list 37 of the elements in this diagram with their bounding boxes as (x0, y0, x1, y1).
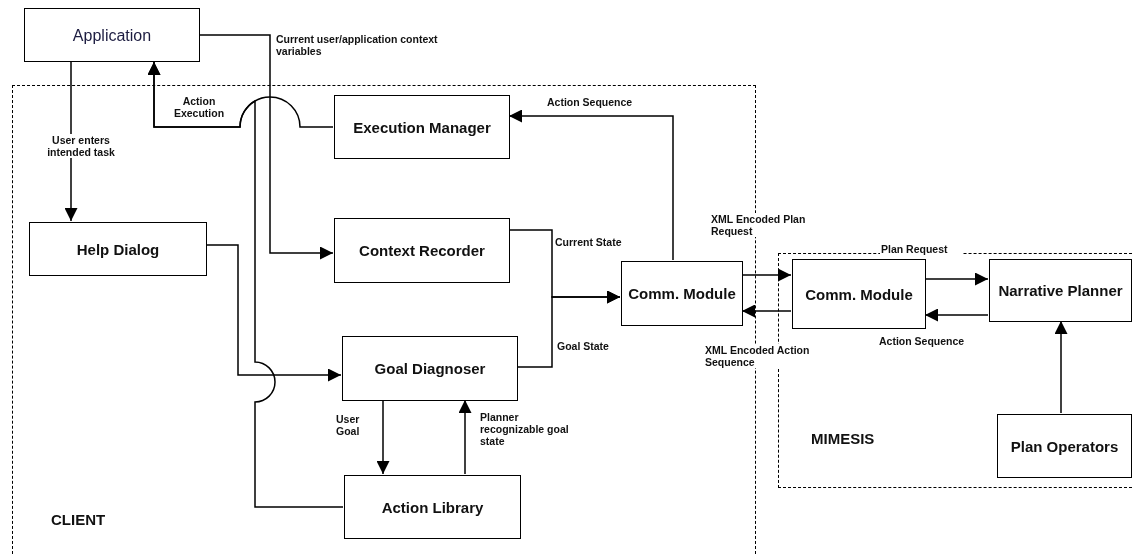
arrow (924, 308, 989, 322)
process-box (24, 8, 200, 62)
region-label: MIMESIS (811, 430, 875, 447)
box-label: Narrative Planner (998, 281, 1123, 300)
box-label: Action Library (381, 497, 484, 517)
arrow (1054, 320, 1068, 414)
box-label: Execution Manager (353, 117, 491, 137)
process-box (29, 222, 207, 276)
process-box (792, 259, 926, 329)
region-label: CLIENT (51, 511, 106, 528)
arrow (741, 268, 792, 282)
arrow (516, 290, 621, 368)
arrow (741, 304, 792, 318)
arrow (199, 34, 334, 260)
edge-label: Plan Request (880, 243, 962, 255)
box-label: Application (72, 25, 152, 45)
box-label: Comm. Module (805, 284, 913, 304)
box-label: Plan Operators (1010, 436, 1119, 456)
arrow (147, 61, 344, 508)
edge-label: Planner recognizable goal state (479, 411, 571, 447)
box-label: Goal Diagnoser (374, 359, 486, 378)
dashed-region (778, 253, 1132, 488)
arrow (924, 272, 989, 286)
arrow (376, 399, 390, 475)
process-box (621, 261, 743, 326)
box-label: Help Dialog (76, 239, 160, 259)
arrow (508, 109, 674, 261)
process-box (334, 95, 510, 159)
arrow (458, 399, 472, 475)
process-box (344, 475, 521, 539)
arrow (205, 244, 342, 382)
process-box (997, 414, 1132, 478)
box-label: Comm. Module (628, 284, 736, 303)
process-box (989, 259, 1132, 322)
box-label: Context Recorder (359, 241, 485, 260)
process-box (334, 218, 510, 283)
process-box (342, 336, 518, 401)
